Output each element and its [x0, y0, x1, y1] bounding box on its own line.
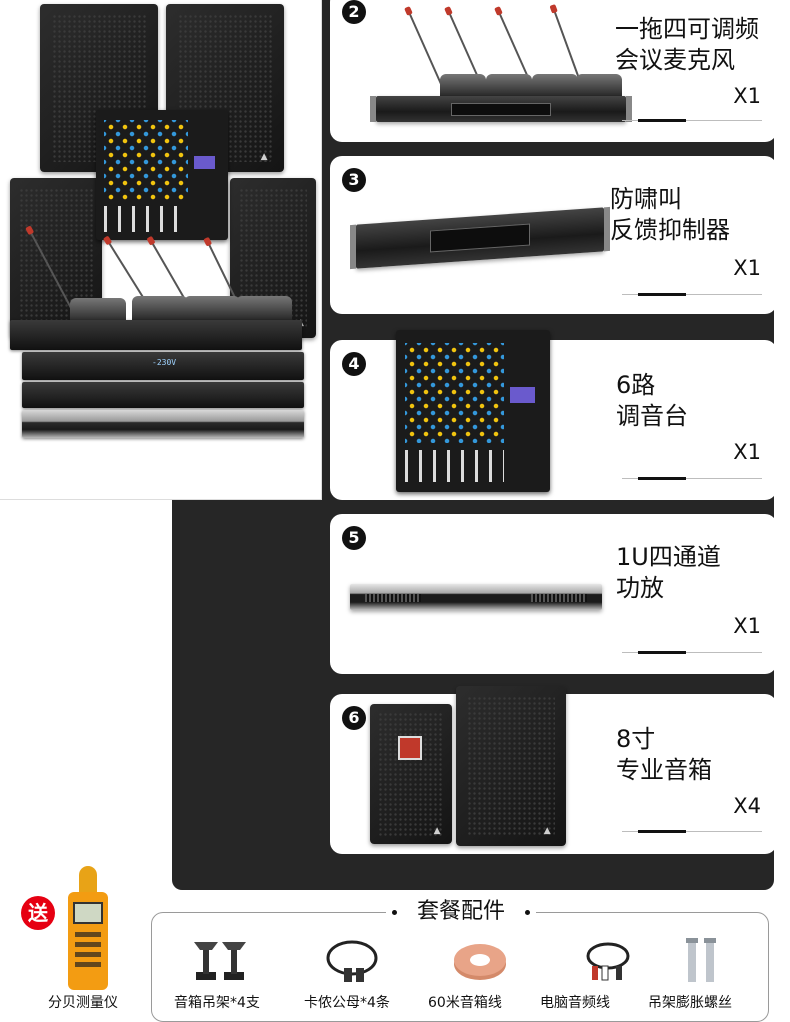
accessory-item	[548, 936, 668, 1000]
card-divider	[622, 477, 762, 480]
decibel-meter-icon	[68, 866, 108, 990]
accessory-label: 音箱吊架*4支	[174, 995, 260, 1011]
accessory-label: 60米音箱线	[428, 995, 502, 1011]
speaker-back-image	[370, 704, 452, 844]
accessory-item	[652, 936, 752, 1000]
card-title: 1U四通道 功放	[616, 543, 721, 602]
accessory-item	[420, 936, 540, 1000]
mixer-image	[96, 110, 228, 240]
accessory-item	[160, 936, 280, 1000]
card-quantity: X4	[733, 794, 761, 818]
product-card-mic-system: 2 一拖四可调频 会议麦克风 X1	[330, 0, 777, 142]
amplifier-image	[350, 584, 602, 610]
amplifier-rack-unit	[22, 410, 304, 438]
power-sequencer-rack-unit	[22, 382, 304, 408]
speaker-wire-roll-icon	[454, 944, 506, 980]
mic-base	[184, 296, 240, 322]
product-card-feedback-suppressor: 3 防啸叫 反馈抑制器 X1	[330, 156, 777, 314]
gift-label: 分贝测量仪	[48, 995, 118, 1011]
card-divider	[622, 830, 762, 833]
card-divider	[622, 119, 762, 122]
card-quantity: X1	[733, 440, 761, 464]
card-title: 防啸叫 反馈抑制器	[610, 185, 730, 244]
speaker-terminal-plate	[398, 736, 422, 760]
speaker-front-image	[456, 686, 566, 846]
product-card-speaker: 6 8寸 专业音箱 X4	[330, 686, 777, 854]
gift-badge: 送	[21, 896, 55, 930]
card-title: 8寸 专业音箱	[616, 725, 712, 784]
receiver-rack-unit	[10, 320, 302, 350]
card-quantity: X1	[733, 614, 761, 638]
mic-system-image	[370, 0, 632, 124]
card-divider	[622, 651, 762, 654]
product-card-amplifier: 5 1U四通道 功放 X1	[330, 514, 777, 674]
accessory-label: 电脑音频线	[540, 995, 610, 1011]
accessories-title: 套餐配件	[416, 899, 505, 924]
mic-base	[132, 296, 188, 322]
card-quantity: X1	[733, 84, 761, 108]
card-number-badge: 5	[342, 526, 366, 550]
xlr-cable-icon	[326, 940, 378, 982]
card-number-badge: 4	[342, 352, 366, 376]
mixer-image	[396, 330, 550, 492]
mic-base	[236, 296, 292, 322]
accessories-title-wrap: 套餐配件	[386, 896, 536, 928]
feedback-suppressor-image	[350, 206, 610, 270]
card-quantity: X1	[733, 256, 761, 280]
card-number-badge: 3	[342, 168, 366, 192]
audio-cable-icon	[586, 942, 630, 981]
accessory-label: 吊架膨胀螺丝	[648, 995, 732, 1011]
feedback-suppressor-rack-unit: -230V	[22, 352, 304, 380]
accessory-label: 卡侬公母*4条	[304, 995, 390, 1011]
speaker-bracket-icon	[194, 942, 246, 980]
card-title: 一拖四可调频 会议麦克风	[615, 15, 759, 74]
product-card-mixer: 4 6路 调音台 X1	[330, 330, 777, 500]
expansion-bolt-icon	[686, 938, 716, 982]
hero-system-image: -230V	[0, 0, 322, 500]
mic-base	[70, 298, 126, 324]
card-number-badge: 6	[342, 706, 366, 730]
voltage-display: -230V	[152, 358, 177, 367]
card-number-badge: 2	[342, 0, 366, 24]
card-divider	[622, 293, 762, 296]
accessory-item	[292, 936, 412, 1000]
card-title: 6路 调音台	[616, 371, 688, 430]
